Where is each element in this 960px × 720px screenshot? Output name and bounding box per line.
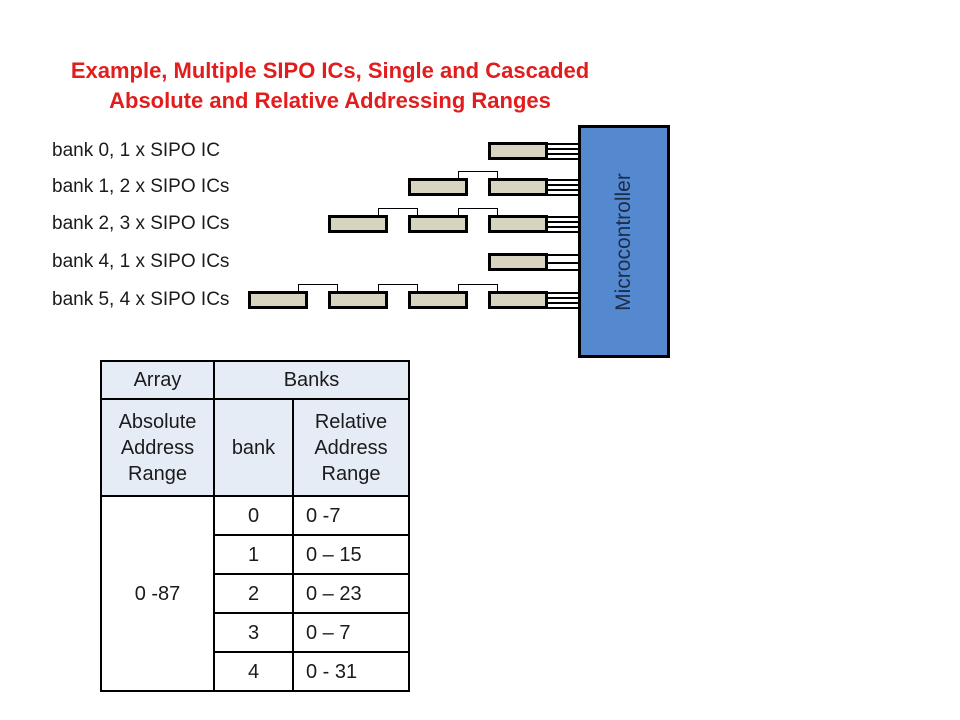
slide-title-line2: Absolute and Relative Addressing Ranges bbox=[109, 88, 551, 113]
wire-line bbox=[544, 226, 578, 228]
bank-label: bank 2, 3 x SIPO ICs bbox=[52, 213, 230, 234]
header-cell-absolute-address-range: Absolute Address Range bbox=[100, 398, 215, 497]
bank-label: bank 1, 2 x SIPO ICs bbox=[52, 176, 230, 197]
wire-line bbox=[544, 297, 578, 299]
sipo-ic-chip bbox=[488, 142, 548, 160]
table-header-row-2: Absolute Address Range bank Relative Add… bbox=[100, 398, 410, 497]
relative-range-cell: 0 – 23 bbox=[292, 573, 410, 614]
sipo-ic-chip bbox=[488, 178, 548, 196]
wire-line bbox=[544, 231, 578, 233]
wire-line bbox=[544, 269, 578, 271]
wire-line bbox=[544, 307, 578, 309]
wire-line bbox=[544, 221, 578, 223]
wire-line bbox=[544, 153, 578, 155]
bank-cell: 2 bbox=[213, 573, 294, 614]
header-cell-relative-address-range: Relative Address Range bbox=[292, 398, 410, 497]
bank-cell: 4 bbox=[213, 651, 294, 692]
sipo-ic-chip bbox=[408, 178, 468, 196]
table-header-row-1: Array Banks bbox=[100, 360, 410, 400]
wire-line bbox=[544, 184, 578, 186]
bank-cell: 1 bbox=[213, 534, 294, 575]
wire-line bbox=[544, 194, 578, 196]
cascade-link bbox=[378, 208, 418, 216]
bank-label: bank 5, 4 x SIPO ICs bbox=[52, 289, 230, 310]
cascade-link bbox=[298, 284, 338, 292]
wire-line bbox=[544, 216, 578, 218]
cascade-link bbox=[458, 284, 498, 292]
absolute-range-cell: 0 -87 bbox=[100, 495, 215, 692]
table-row: 3 0 – 7 bbox=[101, 612, 410, 653]
bank-label: bank 4, 1 x SIPO ICs bbox=[52, 251, 230, 272]
sipo-ic-chip bbox=[408, 215, 468, 233]
bank-cell: 0 bbox=[213, 495, 294, 536]
sipo-ic-chip bbox=[488, 215, 548, 233]
relative-range-cell: 0 – 15 bbox=[292, 534, 410, 575]
cascade-link bbox=[458, 171, 498, 179]
cascade-link bbox=[378, 284, 418, 292]
cascade-link bbox=[458, 208, 498, 216]
sipo-ic-chip bbox=[328, 215, 388, 233]
microcontroller-box: Microcontroller bbox=[578, 125, 670, 358]
table-row: 1 0 – 15 bbox=[101, 534, 410, 575]
wire-line bbox=[544, 254, 578, 256]
wire-line bbox=[544, 189, 578, 191]
bank-cell: 3 bbox=[213, 612, 294, 653]
table-row: 0 -87 0 0 -7 bbox=[100, 495, 410, 692]
sipo-ic-chip bbox=[248, 291, 308, 309]
wire-line bbox=[544, 302, 578, 304]
header-cell-banks: Banks bbox=[213, 360, 410, 400]
table-row: 2 0 – 23 bbox=[101, 573, 410, 614]
table-row: 4 0 - 31 bbox=[101, 651, 410, 692]
sipo-ic-chip bbox=[488, 253, 548, 271]
bank-label: bank 0, 1 x SIPO IC bbox=[52, 140, 220, 161]
relative-range-cell: 0 – 7 bbox=[292, 612, 410, 653]
header-cell-bank: bank bbox=[213, 398, 294, 497]
sipo-ic-chip bbox=[328, 291, 388, 309]
microcontroller-label: Microcontroller bbox=[612, 172, 636, 311]
sipo-ic-chip bbox=[488, 291, 548, 309]
wire-line bbox=[544, 158, 578, 160]
wire-line bbox=[544, 262, 578, 264]
wire-line bbox=[544, 179, 578, 181]
relative-range-cell: 0 -7 bbox=[292, 495, 410, 536]
header-cell-array: Array bbox=[100, 360, 215, 400]
wire-line bbox=[544, 292, 578, 294]
sipo-ic-chip bbox=[408, 291, 468, 309]
slide-title-line1: Example, Multiple SIPO ICs, Single and C… bbox=[70, 58, 590, 83]
slide-title: Example, Multiple SIPO ICs, Single and C… bbox=[20, 56, 640, 116]
relative-range-cell: 0 - 31 bbox=[292, 651, 410, 692]
wire-line bbox=[544, 148, 578, 150]
addressing-table: Array Banks Absolute Address Range bank … bbox=[100, 360, 410, 692]
wire-line bbox=[544, 143, 578, 145]
